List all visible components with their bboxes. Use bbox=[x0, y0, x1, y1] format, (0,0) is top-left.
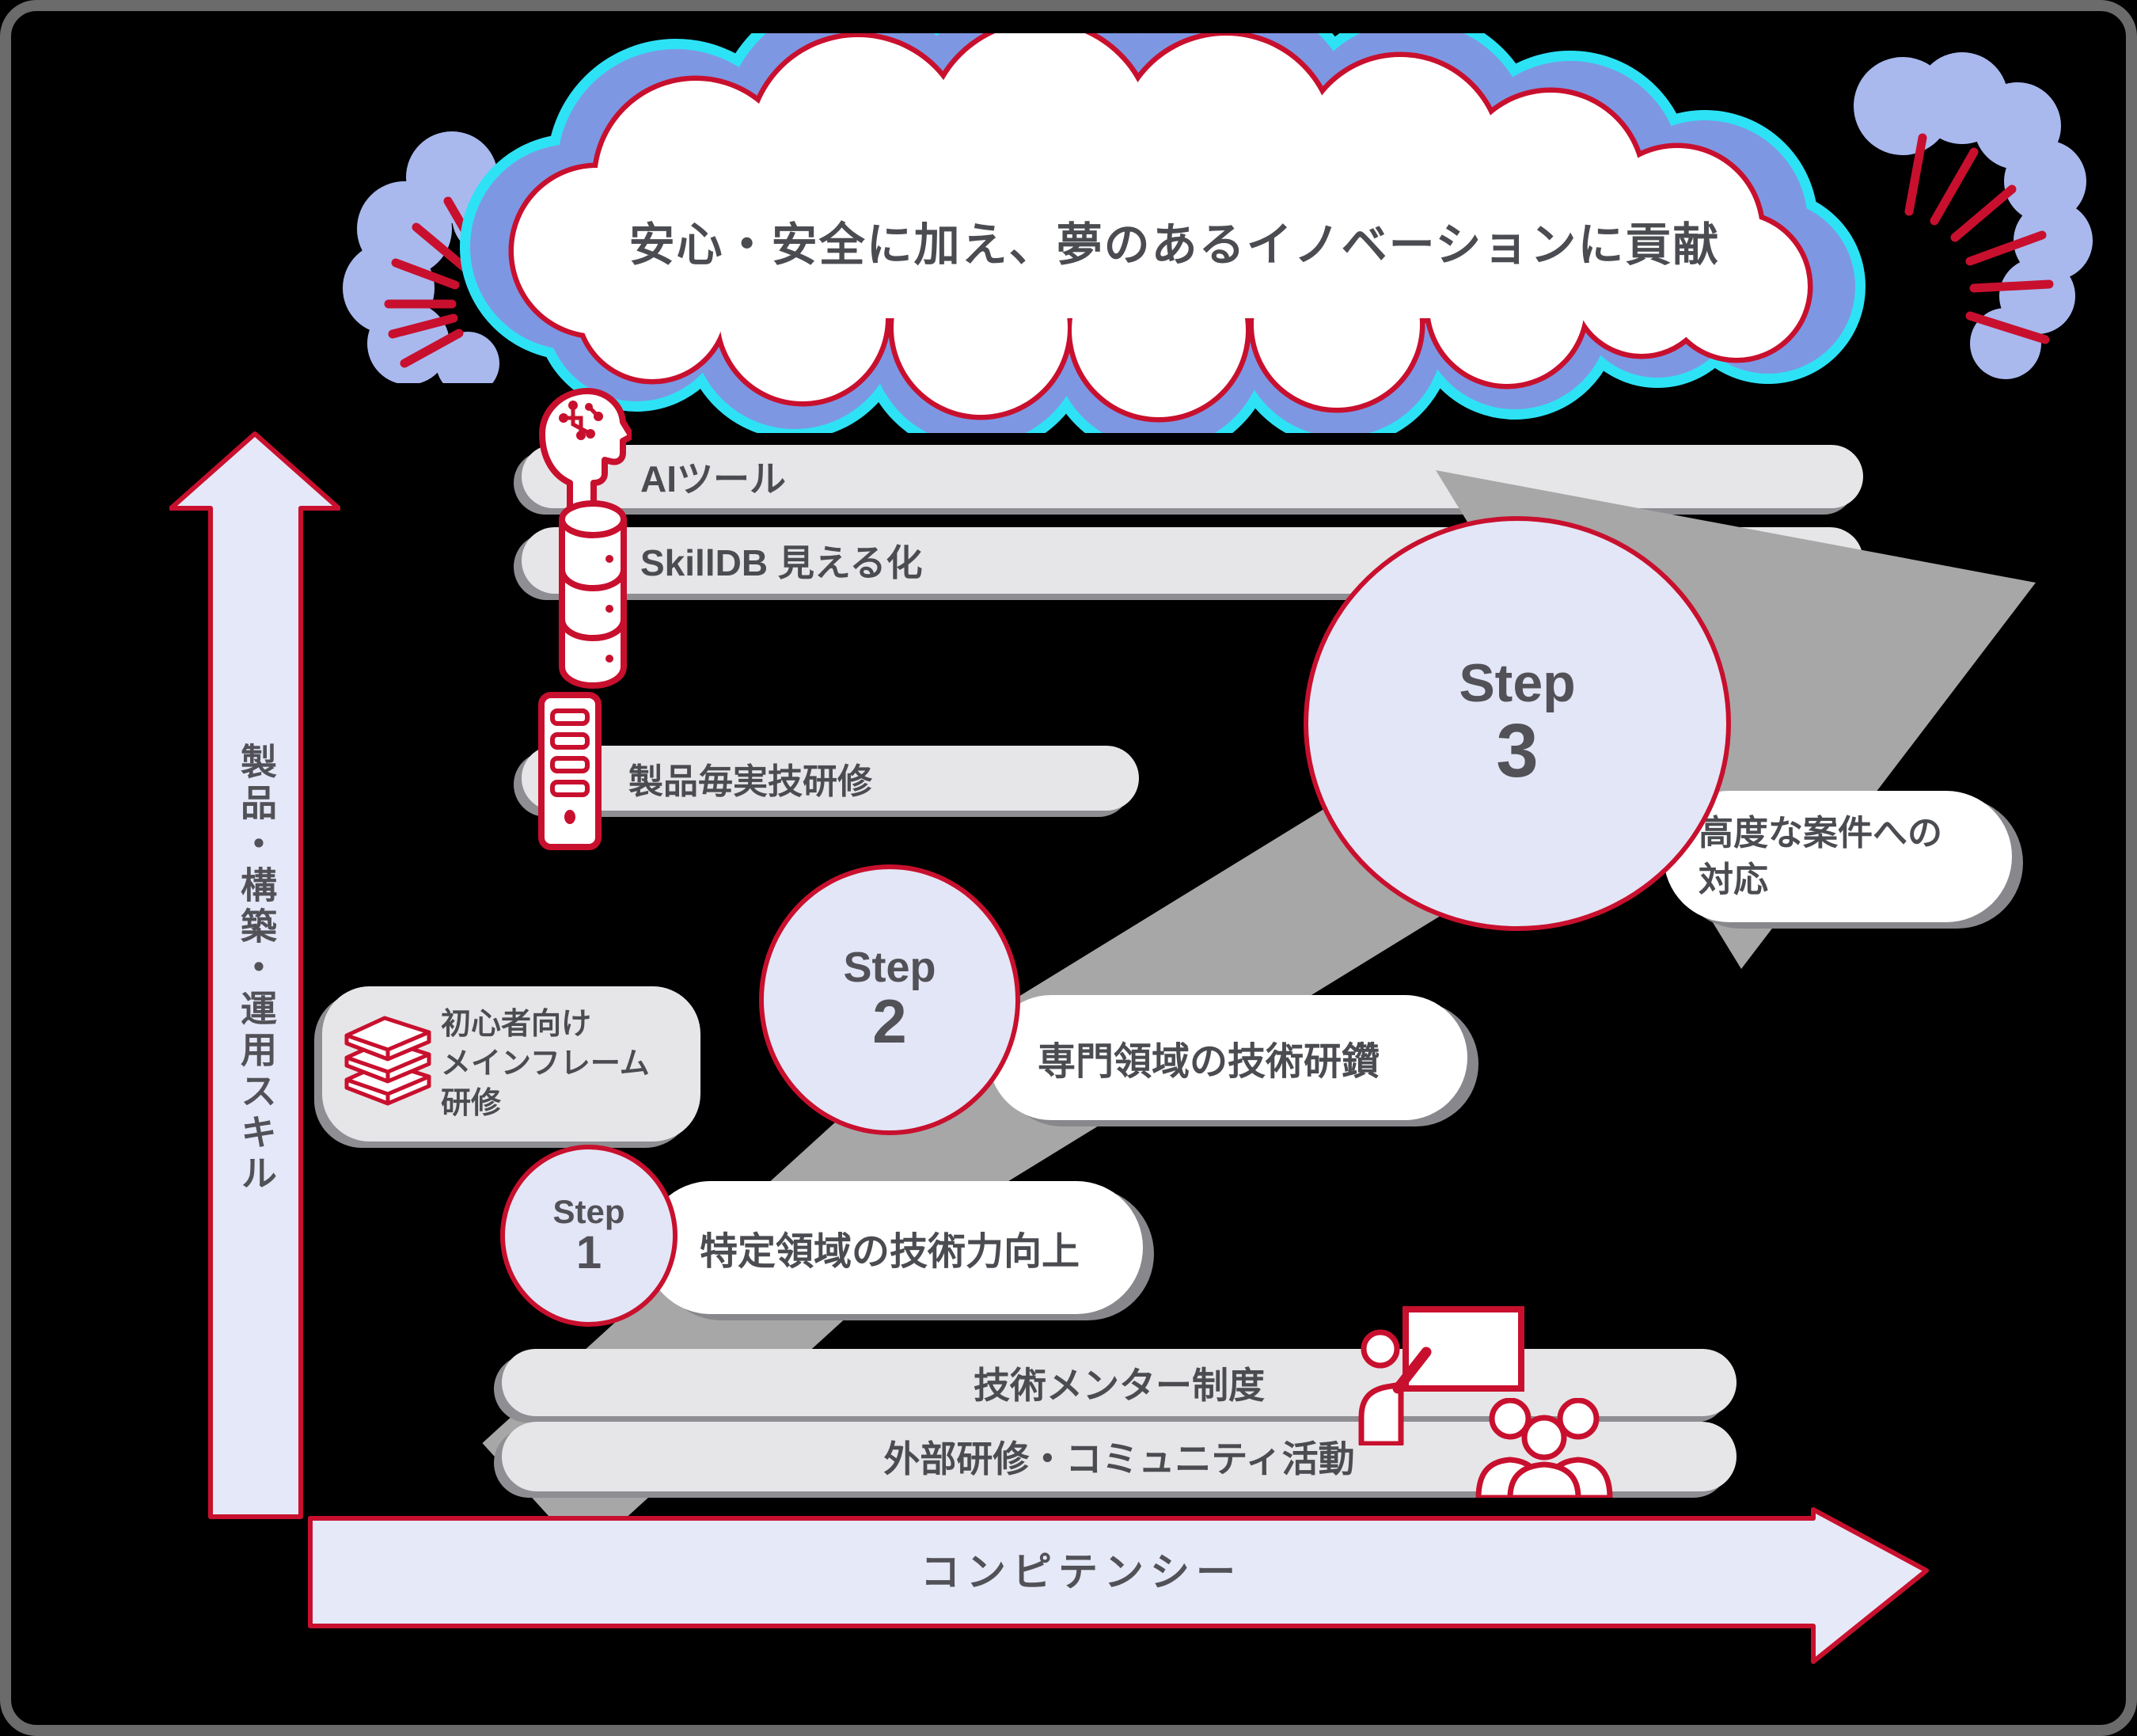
server-icon bbox=[538, 692, 602, 850]
product-training-label: 製品毎実技研修 bbox=[628, 762, 872, 801]
ai-head-icon bbox=[539, 388, 632, 511]
product-training-bar: 製品毎実技研修 bbox=[522, 746, 1139, 811]
mentor-system-label: 技術メンター制度 bbox=[974, 1364, 1265, 1406]
goal-step1-label: 特定領域の技術力向上 bbox=[700, 1231, 1080, 1273]
step-3-word: Step bbox=[1459, 652, 1576, 713]
burst-right-icon bbox=[1854, 52, 2093, 379]
database-icon bbox=[559, 500, 627, 689]
step-2-word: Step bbox=[843, 943, 936, 991]
presenter-icon bbox=[1358, 1306, 1524, 1445]
step-2-number: 2 bbox=[872, 986, 907, 1057]
ai-tool-label: AIツール bbox=[640, 458, 786, 500]
vertical-axis-arrow bbox=[169, 431, 340, 1519]
cloud-title: 安心・安全に加え、夢のあるイノベーションに貢献 bbox=[628, 219, 1721, 271]
step-3-circle: Step 3 bbox=[1304, 516, 1731, 931]
step-2-circle: Step 2 bbox=[759, 864, 1020, 1135]
goal-pill-step3: 高度な案件への 対応 bbox=[1664, 791, 2012, 922]
goal-step3-line2: 対応 bbox=[1699, 860, 1768, 899]
step-1-circle: Step 1 bbox=[500, 1145, 678, 1327]
people-group-icon bbox=[1475, 1398, 1613, 1498]
step-1-word: Step bbox=[552, 1192, 625, 1230]
step-1-number: 1 bbox=[575, 1226, 602, 1278]
external-training-label: 外部研修・コミュニティ活動 bbox=[883, 1438, 1355, 1480]
beginner-line-1: 初心者向け bbox=[441, 1007, 592, 1041]
goal-pill-step2: 専門領域の技術研鑽 bbox=[989, 995, 1467, 1120]
mentor-system-bar: 技術メンター制度 bbox=[502, 1349, 1737, 1416]
goal-step2-label: 専門領域の技術研鑽 bbox=[1038, 1041, 1380, 1083]
beginner-line-3: 研修 bbox=[441, 1087, 502, 1121]
vertical-axis-label: 製品・構築・運用スキル bbox=[236, 743, 277, 1195]
ai-tool-bar: AIツール bbox=[522, 445, 1863, 508]
books-icon bbox=[344, 1016, 431, 1106]
goal-pill-step1: 特定領域の技術力向上 bbox=[644, 1181, 1143, 1314]
skilldb-label: SkillDB 見える化 bbox=[640, 542, 923, 583]
external-training-bar: 外部研修・コミュニティ活動 bbox=[502, 1422, 1737, 1491]
step-3-number: 3 bbox=[1496, 708, 1539, 794]
horizontal-axis-arrow bbox=[308, 1507, 1929, 1664]
goal-step3-line1: 高度な案件への bbox=[1699, 813, 1942, 853]
horizontal-axis-label: コンピテンシー bbox=[920, 1550, 1242, 1594]
beginner-line-2: メインフレーム bbox=[441, 1047, 650, 1081]
